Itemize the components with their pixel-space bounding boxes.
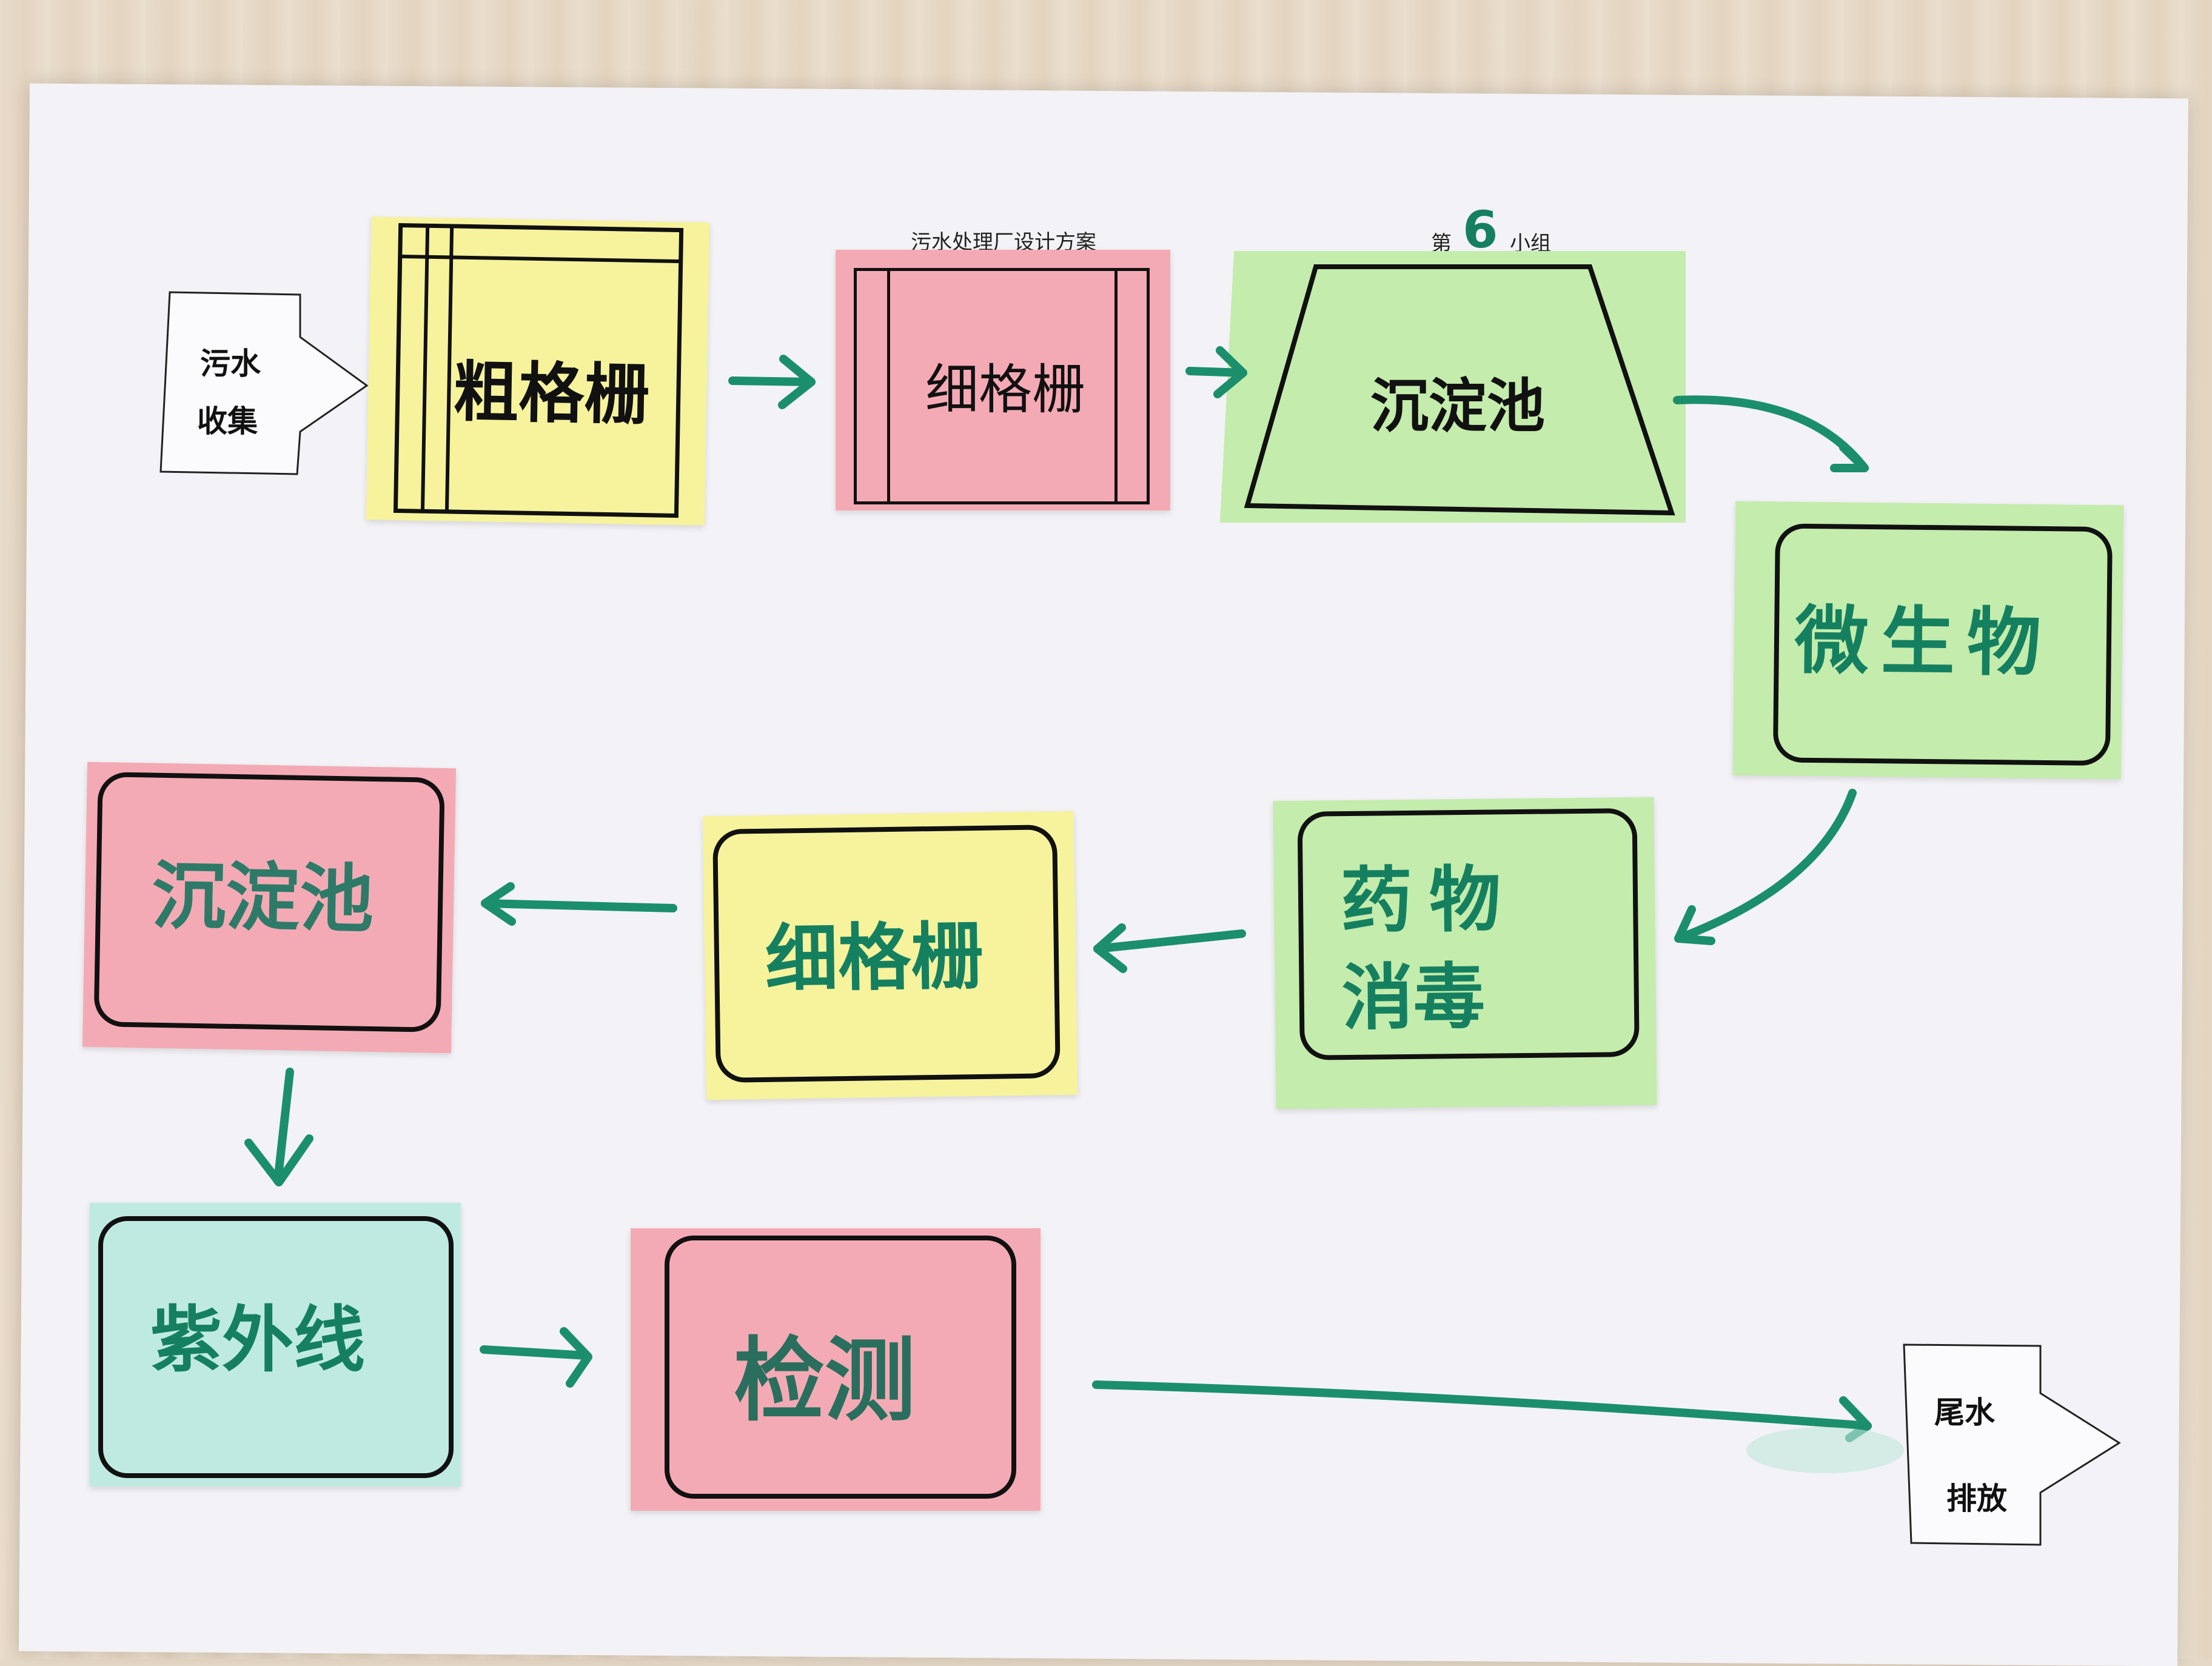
sedimentation-bottom-note: 沉淀池 [82, 761, 457, 1054]
fine-screen-top-frame [854, 268, 1150, 504]
group-number: 6 [1463, 200, 1498, 259]
microorganism-label: 微生物 [1794, 597, 2054, 687]
ultraviolet-note: 紫外线 [90, 1203, 461, 1487]
sewage-collection-line2: 收集 [197, 403, 258, 439]
microorganism-note: 微生物 [1732, 501, 2124, 780]
chemical-disinfection-line2: 消毒 [1341, 954, 1486, 1040]
coarse-screen-label: 粗格栅 [452, 353, 651, 434]
fine-screen-top-vbar-2 [1114, 269, 1118, 503]
inspection-note: 检测 [631, 1228, 1041, 1511]
sedimentation-top-note: 沉淀池 [1220, 251, 1686, 523]
inspection-frame [665, 1236, 1016, 1499]
inspection-label: 检测 [734, 1328, 916, 1434]
fine-screen-top-note: 细格栅 [836, 250, 1170, 510]
tail-water-line1: 尾水 [1934, 1394, 1995, 1430]
chemical-disinfection-line1: 药物 [1340, 857, 1518, 943]
coarse-screen-note: 粗格栅 [366, 216, 710, 526]
ultraviolet-frame [98, 1216, 454, 1478]
tail-water-line2: 排放 [1946, 1480, 2007, 1516]
sedimentation-top-trapezoid [1244, 264, 1675, 516]
sedimentation-bottom-label: 沉淀池 [151, 852, 375, 943]
ultraviolet-label: 紫外线 [150, 1298, 366, 1382]
fine-screen-top-vbar-1 [887, 269, 890, 503]
sedimentation-top-label: 沉淀池 [1370, 372, 1545, 440]
chemical-disinfection-note: 药物 消毒 [1273, 797, 1657, 1109]
fine-screen-top-label: 细格栅 [925, 358, 1086, 421]
fine-screen-bottom-label: 细格栅 [765, 914, 985, 1002]
fine-screen-bottom-note: 细格栅 [702, 811, 1078, 1100]
sewage-collection-line1: 污水 [200, 346, 261, 381]
